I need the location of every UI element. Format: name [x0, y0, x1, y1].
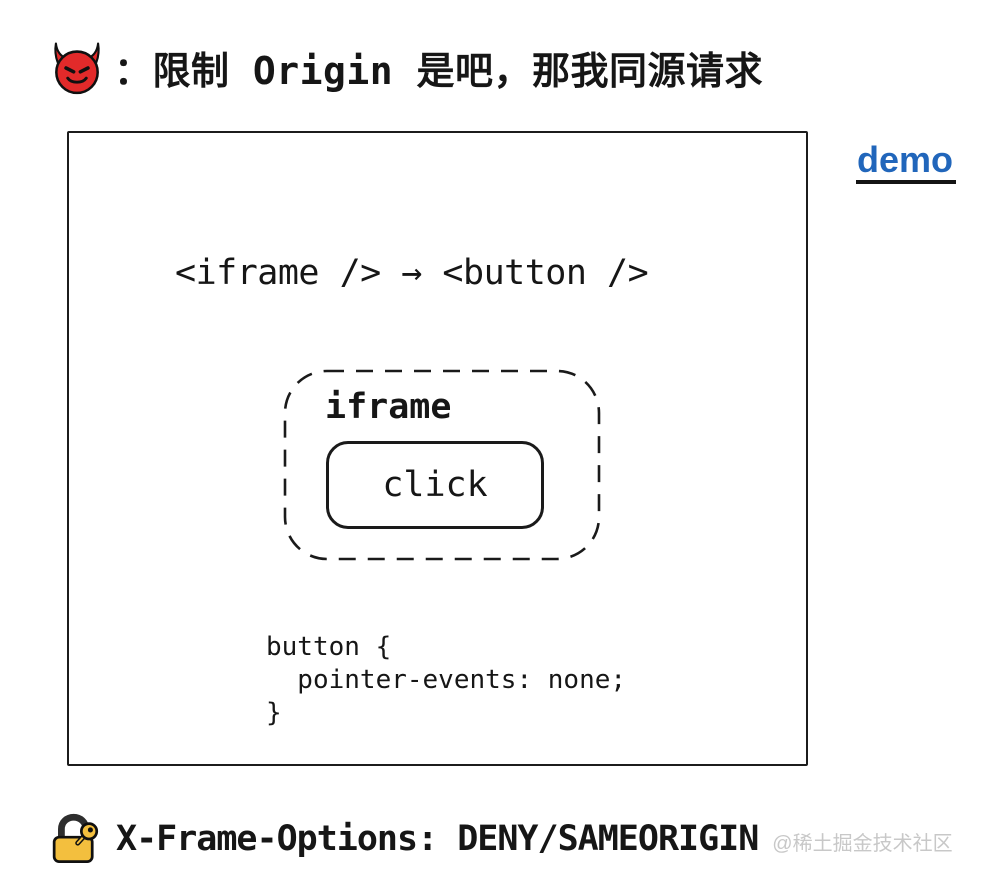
- code-line: pointer-events: none;: [266, 665, 627, 695]
- attacker-headline: ：限制 Origin 是吧，那我同源请求: [50, 40, 763, 95]
- diagram-frame: <iframe /> → <button /> iframe click but…: [67, 131, 808, 766]
- defense-headline: X-Frame-Options: DENY/SAMEORIGIN @稀土掘金技术…: [46, 810, 953, 868]
- code-line: button {: [266, 632, 392, 662]
- watermark: @稀土掘金技术社区: [772, 832, 953, 855]
- headline-text: ：限制 Origin 是吧，那我同源请求: [114, 49, 764, 93]
- code-line: }: [266, 698, 282, 728]
- click-button: click: [326, 441, 544, 529]
- css-code-block: button { pointer-events: none; }: [266, 631, 626, 730]
- dashed-border: [283, 369, 601, 561]
- iframe-dashed-box: iframe click: [283, 369, 601, 561]
- tag-flow-text: <iframe /> → <button />: [175, 253, 649, 293]
- devil-emoji-icon: [50, 41, 104, 95]
- x-frame-options-text: X-Frame-Options: DENY/SAMEORIGIN: [116, 819, 759, 859]
- lock-with-key-emoji-icon: [46, 810, 104, 868]
- iframe-label: iframe: [325, 387, 452, 427]
- demo-link[interactable]: demo: [856, 141, 957, 184]
